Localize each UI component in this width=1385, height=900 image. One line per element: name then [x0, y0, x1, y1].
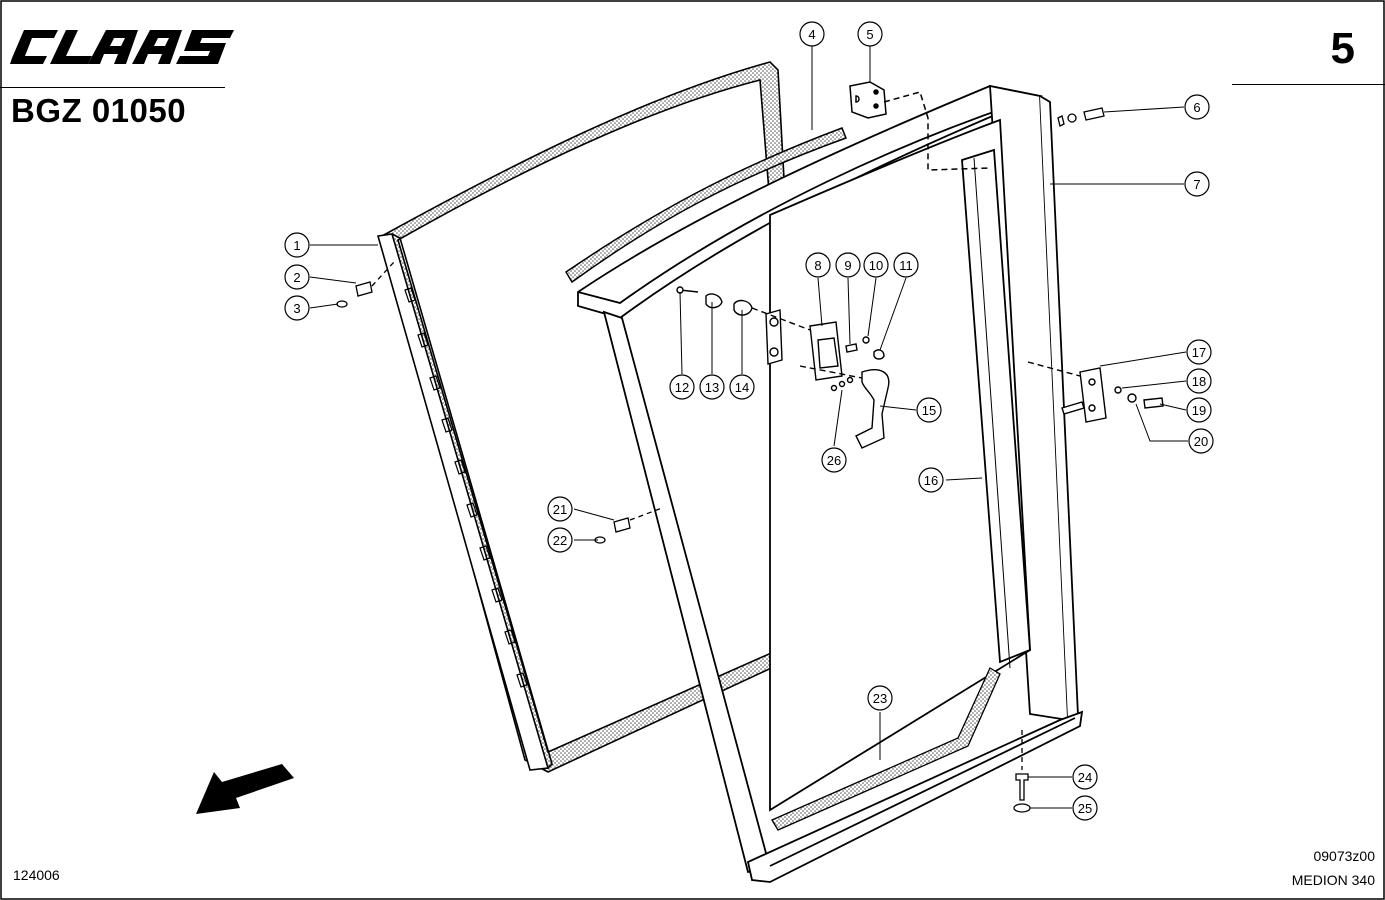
claas-logo: [10, 24, 235, 70]
callout-label-24: 24: [1078, 770, 1092, 785]
callout-label-3: 3: [293, 301, 300, 316]
callout-14: 14: [729, 374, 755, 400]
callout-label-21: 21: [553, 502, 567, 517]
callout-17: 17: [1186, 339, 1212, 365]
callout-label-25: 25: [1078, 801, 1092, 816]
callout-label-12: 12: [675, 380, 689, 395]
callout-label-16: 16: [924, 473, 938, 488]
hinge-bracket: [849, 81, 991, 171]
callout-23: 23: [867, 685, 893, 711]
callout-25: 25: [1072, 795, 1098, 821]
top-seal-strip: [564, 127, 847, 284]
callout-label-9: 9: [844, 258, 851, 273]
screw-21-washer-22: [594, 507, 663, 544]
callout-6: 6: [1184, 94, 1210, 120]
callout-3: 3: [284, 295, 310, 321]
screw-2-washer-3: [336, 261, 395, 308]
callout-label-10: 10: [869, 258, 883, 273]
screw-24-washer-25: [1013, 730, 1031, 813]
callout-label-19: 19: [1192, 403, 1206, 418]
callout-label-13: 13: [705, 380, 719, 395]
callout-label-20: 20: [1194, 434, 1208, 449]
lock-assembly: [676, 286, 890, 449]
callout-label-26: 26: [827, 453, 841, 468]
drawing-code: 09073z00: [1313, 848, 1375, 864]
callout-20: 20: [1188, 428, 1214, 454]
callout-label-18: 18: [1192, 374, 1206, 389]
callout-label-6: 6: [1193, 100, 1200, 115]
doc-code: BGZ 01050: [11, 92, 187, 129]
arrow-down-left-icon: [196, 764, 294, 814]
callout-1: 1: [284, 232, 310, 258]
callout-21: 21: [547, 496, 573, 522]
callout-19: 19: [1186, 397, 1212, 423]
callout-12: 12: [669, 374, 695, 400]
callout-label-8: 8: [814, 258, 821, 273]
callout-10: 10: [863, 252, 889, 278]
callout-4: 4: [799, 21, 825, 47]
callout-26: 26: [821, 447, 847, 473]
callouts: 1 2 3 4 5 6 7 8 9 10 11 12 13 14 15 16 1…: [284, 21, 1214, 821]
callout-16: 16: [918, 467, 944, 493]
bottom-seal-strip: [771, 667, 1001, 831]
callout-13: 13: [699, 374, 725, 400]
ref-number-left: 124006: [13, 867, 60, 883]
callout-18: 18: [1186, 368, 1212, 394]
callout-22: 22: [547, 527, 573, 553]
header-rule-left: [0, 87, 225, 88]
callout-label-11: 11: [899, 258, 913, 273]
latch-plate: [1027, 361, 1164, 423]
leader-lines: [309, 46, 1188, 809]
door-frame: [577, 84, 1084, 883]
callout-24: 24: [1072, 764, 1098, 790]
model-name: MEDION 340: [1291, 872, 1375, 888]
callout-label-14: 14: [735, 380, 749, 395]
callout-label-22: 22: [553, 533, 567, 548]
callout-label-15: 15: [922, 403, 936, 418]
callout-5: 5: [857, 21, 883, 47]
callout-7: 7: [1184, 171, 1210, 197]
screw-6: [1057, 107, 1105, 127]
callout-9: 9: [835, 252, 861, 278]
callout-label-1: 1: [293, 238, 300, 253]
page-number: 5: [1330, 24, 1355, 73]
callout-label-17: 17: [1192, 345, 1206, 360]
header-rule-right: [1232, 84, 1385, 85]
callout-label-5: 5: [866, 27, 873, 42]
callout-label-4: 4: [808, 27, 815, 42]
callout-label-7: 7: [1193, 177, 1200, 192]
callout-15: 15: [916, 397, 942, 423]
callout-2: 2: [284, 264, 310, 290]
callout-label-23: 23: [873, 691, 887, 706]
callout-label-2: 2: [293, 270, 300, 285]
callout-11: 11: [893, 252, 919, 278]
callout-8: 8: [805, 252, 831, 278]
